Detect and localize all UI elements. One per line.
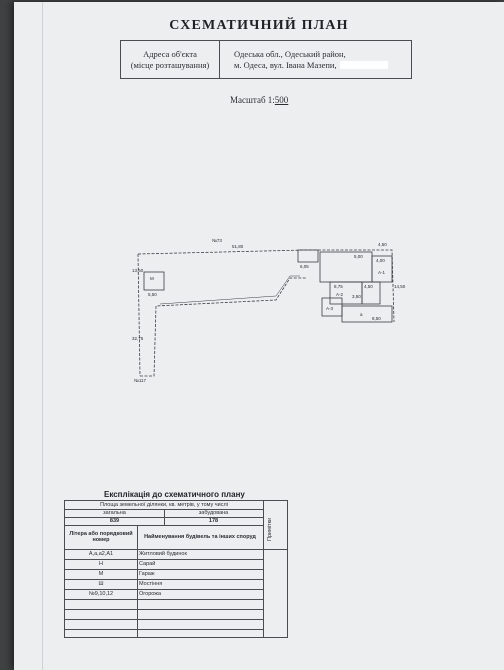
address-label-line2: (місце розташування)	[130, 59, 210, 70]
building-top	[297, 249, 319, 263]
row-name: Огорожа	[139, 591, 162, 597]
dim-bottom: 8,50	[372, 316, 381, 321]
col-total-header: загальна	[103, 510, 126, 516]
address-value-line2-wrap: м. Одеса, вул. Івана Мазепи,	[234, 60, 411, 71]
scale-value: 500	[274, 95, 289, 105]
boundary-left	[137, 253, 141, 377]
row-letter: Ш	[98, 581, 104, 587]
row-letter: М	[98, 571, 104, 577]
house-a1	[371, 255, 393, 283]
house-main	[319, 251, 373, 283]
row-letter: №9,10,12	[88, 591, 114, 597]
dim-left-lower: 32,75	[132, 336, 144, 341]
building-m	[143, 271, 165, 291]
corner-nw-label: №73	[212, 238, 222, 243]
document-page: СХЕМАТИЧНИЙ ПЛАН Адреса об'єкта (місце р…	[14, 2, 504, 670]
col-letter-header: Літера або порядковий номер	[69, 531, 133, 543]
scale-label: Масштаб 1:500	[230, 95, 288, 105]
label-a4: а	[360, 312, 363, 317]
explication-table: Площа земельної ділянки, кв. метрів, у т…	[64, 500, 288, 638]
row-name: Сарай	[139, 561, 156, 567]
area-header: Площа земельної ділянки, кв. метрів, у т…	[100, 502, 228, 508]
house-part	[361, 281, 381, 305]
dim-mid-2: 4,50	[364, 284, 373, 289]
bottom-left-label: №117	[134, 378, 146, 383]
col-built-header: забудована	[198, 510, 229, 516]
address-label-line1: Адреса об'єкта	[143, 48, 197, 59]
address-label-cell: Адреса об'єкта (місце розташування)	[121, 41, 220, 78]
row-name: Гараж	[139, 571, 155, 577]
dim-garage: 5,00	[354, 254, 363, 259]
address-value-line1: Одеська обл., Одеський район,	[234, 48, 346, 59]
dim-top-mid: 6,05	[300, 264, 309, 269]
address-table: Адреса об'єкта (місце розташування) Одес…	[120, 40, 412, 79]
total-area-value: 839	[109, 518, 120, 524]
row-letter: Н	[99, 561, 103, 567]
address-value-line2: м. Одеса, вул. Івана Мазепи,	[234, 59, 337, 70]
row-name: Мостіння	[139, 581, 163, 587]
built-area-value: 178	[208, 518, 219, 524]
row-name: Житловий будинок	[139, 551, 187, 557]
bldg-m-name: М	[150, 276, 154, 281]
dim-right-top2: 4,00	[376, 258, 385, 263]
redaction-box	[339, 60, 388, 69]
boundary-fence	[137, 249, 395, 323]
col-name-header: Найменування будівель та інших споруд	[144, 534, 256, 540]
label-a1: А-1	[378, 270, 386, 275]
dim-left-upper: 13,50	[132, 268, 144, 273]
boundary-inner	[140, 277, 306, 377]
row-letter: А,а,а2,А1	[88, 551, 114, 557]
address-value-cell: Одеська обл., Одеський район, м. Одеса, …	[220, 41, 411, 78]
page-title: СХЕМАТИЧНИЙ ПЛАН	[169, 18, 349, 33]
label-a2: А-2	[336, 292, 344, 297]
dim-right-side: 14,50	[394, 284, 406, 289]
dim-top-length: 51,80	[232, 244, 244, 249]
label-a3: А-3	[326, 306, 334, 311]
dim-h: 3,50	[352, 294, 361, 299]
dim-right-top: 4,50	[378, 242, 387, 247]
paving	[159, 275, 300, 305]
bldg-m-dim: 5,50	[148, 292, 157, 297]
dim-mid-1: 8,75	[334, 284, 343, 289]
house-a4	[341, 305, 393, 323]
scale-prefix: Масштаб 1:	[230, 95, 275, 105]
explication-title: Експлікація до схематичного плану	[104, 490, 245, 499]
